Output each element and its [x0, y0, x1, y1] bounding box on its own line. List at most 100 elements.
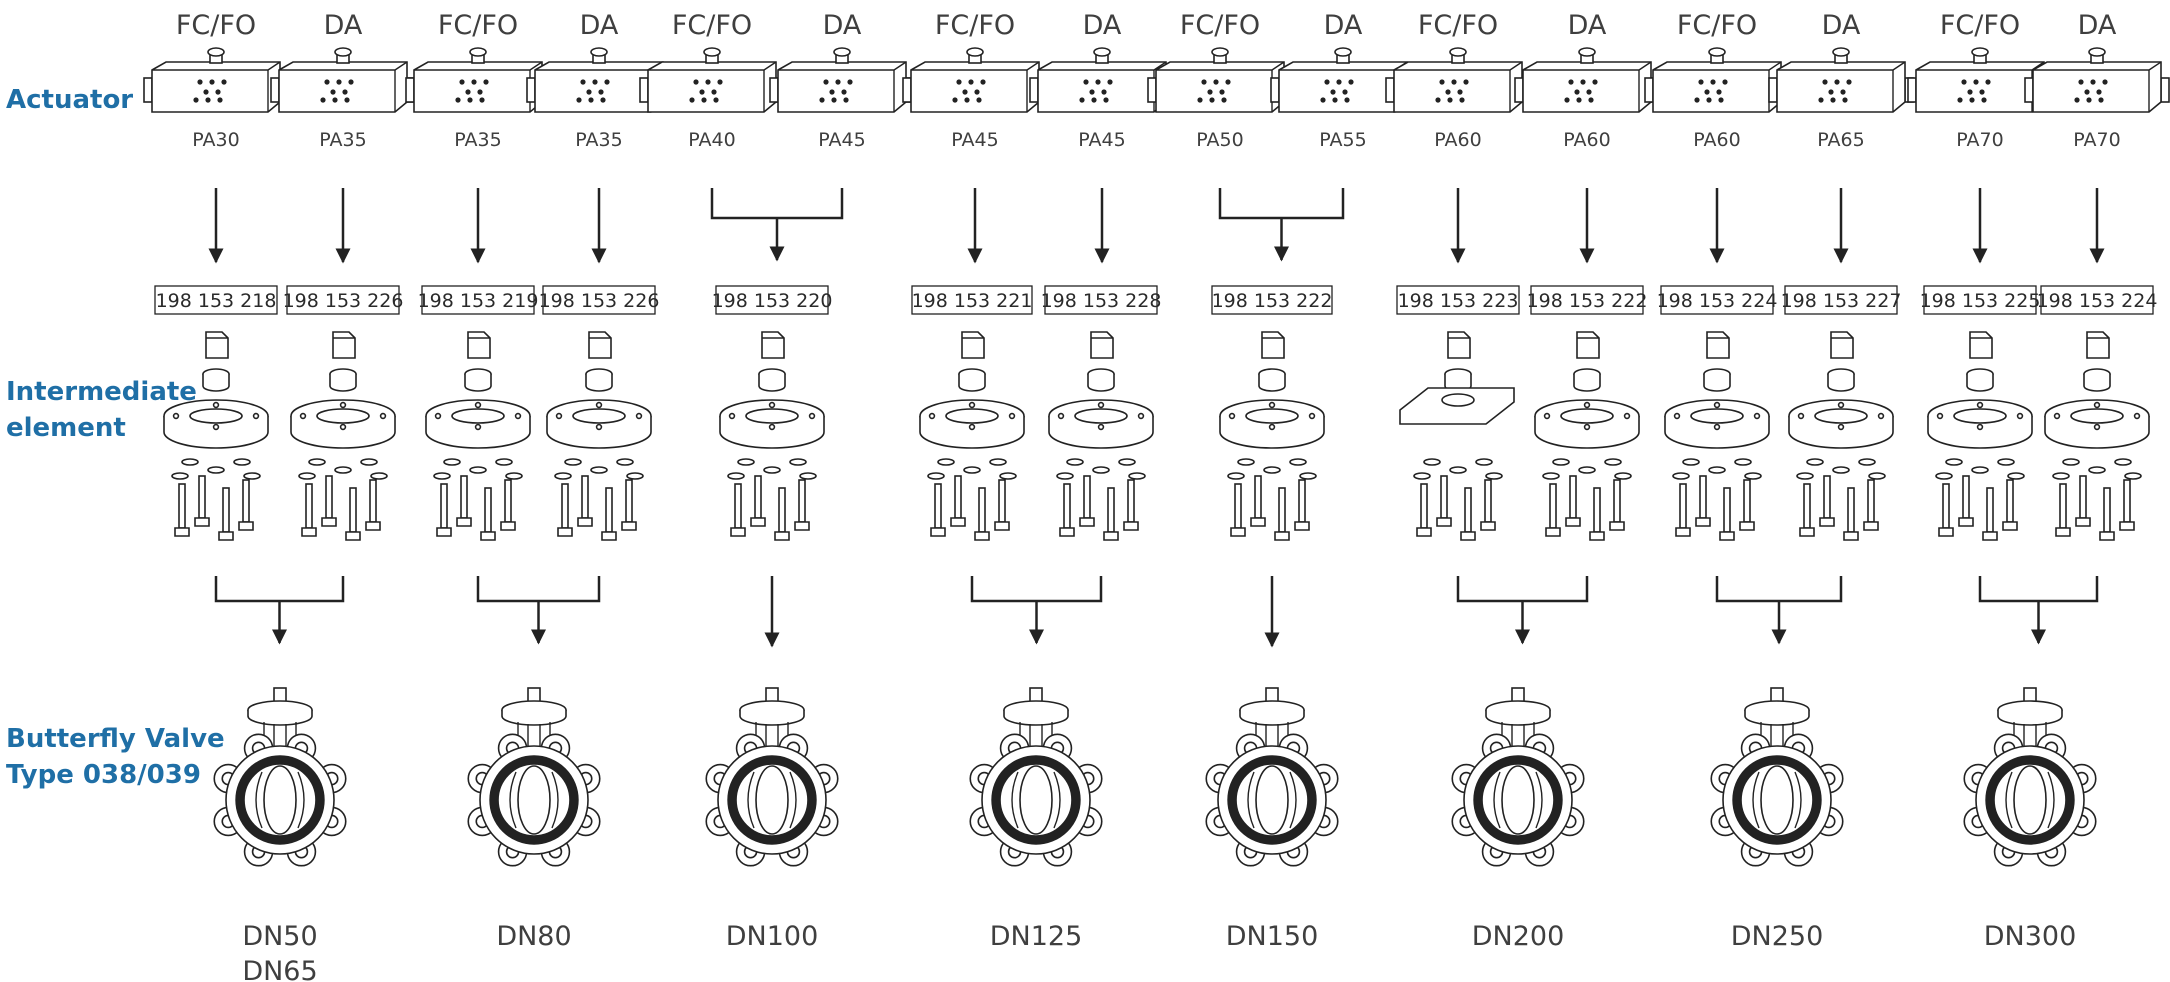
intermediate-part-2: 198 153 226 — [283, 285, 404, 541]
part-number-label: 198 153 220 — [712, 290, 833, 312]
intermediate-part-14: 198 153 224 — [2037, 285, 2158, 541]
part-number-box — [1784, 285, 1898, 315]
actuator-model-label: PA55 — [1319, 129, 1366, 151]
part-number-label: 198 153 218 — [156, 290, 277, 312]
valve-size-label: DN150 — [1226, 921, 1319, 952]
actuator-model-label: PA40 — [688, 129, 735, 151]
bracket-actuator-to-part — [1218, 188, 1345, 262]
butterfly-valve-icon — [969, 687, 1103, 867]
actuator-model-label: PA35 — [319, 129, 366, 151]
butterfly-valve-icon — [1710, 687, 1844, 867]
intermediate-part-7: 198 153 228 — [1041, 285, 1162, 541]
actuator-model-label: PA60 — [1563, 129, 1610, 151]
actuator-10: DA PA55 — [1270, 10, 1416, 151]
intermediate-element-icon — [1399, 331, 1515, 541]
part-number-box — [2040, 285, 2154, 315]
part-number-box — [911, 285, 1033, 315]
actuator-model-label: PA35 — [454, 129, 501, 151]
butterfly-valve-icon — [213, 687, 347, 867]
actuator-icon — [639, 47, 785, 113]
actuator-model-label: PA45 — [818, 129, 865, 151]
part-number-box — [1530, 285, 1644, 315]
valve-size-label: DN80 — [496, 921, 571, 952]
row-label-intermediate-line1: Intermediate — [6, 377, 197, 407]
valve-7: DN250 — [1710, 687, 1844, 952]
actuator-mode-label: FC/FO — [672, 10, 752, 41]
intermediate-part-5: 198 153 220 — [712, 285, 833, 541]
intermediate-element-icon — [719, 331, 825, 541]
intermediate-part-13: 198 153 225 — [1920, 285, 2040, 541]
actuator-icon — [2024, 47, 2170, 113]
connector-arrows — [208, 188, 2105, 648]
row-label-valve-line2: Type 038/039 — [6, 760, 201, 790]
actuator-mode-label: DA — [580, 10, 619, 41]
actuator-icon — [143, 47, 289, 113]
intermediate-element-icon — [1048, 331, 1154, 541]
actuator-mode-label: DA — [823, 10, 862, 41]
actuator-icon — [1514, 47, 1660, 113]
part-number-label: 198 153 224 — [2037, 290, 2158, 312]
bracket-actuator-to-part — [710, 188, 844, 262]
actuator-icon — [1644, 47, 1790, 113]
actuator-icon — [1385, 47, 1531, 113]
actuator-model-label: PA70 — [1956, 129, 2003, 151]
valve-4: DN125 — [969, 687, 1103, 952]
part-number-label: 198 153 223 — [1398, 290, 1519, 312]
butterfly-valve-icon — [467, 687, 601, 867]
intermediate-part-8: 198 153 222 — [1211, 285, 1333, 541]
intermediate-element-icon — [2044, 331, 2150, 541]
actuator-model-label: PA45 — [951, 129, 998, 151]
actuator-mode-label: FC/FO — [1180, 10, 1260, 41]
part-number-box — [1044, 285, 1158, 315]
butterfly-valve-icon — [1963, 687, 2097, 867]
bracket-part-to-valve — [1978, 576, 2099, 645]
intermediate-element-icon — [1927, 331, 2033, 541]
actuator-mode-label: DA — [1083, 10, 1122, 41]
actuator-model-label: PA35 — [575, 129, 622, 151]
butterfly-valve-icon — [705, 687, 839, 867]
actuator-5: FC/FO PA40 — [639, 10, 785, 151]
part-number-label: 198 153 221 — [912, 290, 1033, 312]
part-number-label: 198 153 224 — [1657, 290, 1778, 312]
valve-size-label: DN100 — [726, 921, 819, 952]
valve-size-label: DN50 — [242, 921, 317, 952]
part-number-box — [1660, 285, 1774, 315]
intermediate-element-icon — [919, 331, 1025, 541]
part-number-label: 198 153 226 — [539, 290, 660, 312]
part-number-box — [715, 285, 829, 315]
actuator-mode-label: FC/FO — [935, 10, 1015, 41]
intermediate-part-11: 198 153 224 — [1657, 285, 1778, 541]
actuator-mode-label: DA — [2078, 10, 2117, 41]
valve-5: DN150 — [1205, 687, 1339, 952]
part-number-box — [1396, 285, 1520, 315]
actuator-6: DA PA45 — [769, 10, 915, 151]
valve-size-label: DN125 — [990, 921, 1083, 952]
part-number-label: 198 153 228 — [1041, 290, 1162, 312]
intermediate-element-icon — [1219, 331, 1325, 541]
intermediate-element-icon — [1788, 331, 1894, 541]
intermediate-part-12: 198 153 227 — [1781, 285, 1901, 541]
intermediate-part-1: 198 153 218 — [154, 285, 278, 541]
butterfly-valve-icon — [1451, 687, 1585, 867]
actuator-mode-label: FC/FO — [1940, 10, 2020, 41]
part-number-box — [1211, 285, 1333, 315]
actuator-mode-label: DA — [1324, 10, 1363, 41]
actuator-model-label: PA60 — [1693, 129, 1740, 151]
intermediate-element-icon — [163, 331, 269, 541]
bracket-part-to-valve — [970, 576, 1103, 645]
part-number-box — [286, 285, 400, 315]
actuator-7: FC/FO PA45 — [902, 10, 1048, 151]
part-number-label: 198 153 222 — [1527, 290, 1648, 312]
part-number-label: 198 153 226 — [283, 290, 404, 312]
valve-size-label: DN300 — [1984, 921, 2077, 952]
row-label-valve-line1: Butterfly Valve — [6, 724, 225, 754]
bracket-part-to-valve — [1456, 576, 1589, 645]
actuator-mode-label: DA — [1822, 10, 1861, 41]
